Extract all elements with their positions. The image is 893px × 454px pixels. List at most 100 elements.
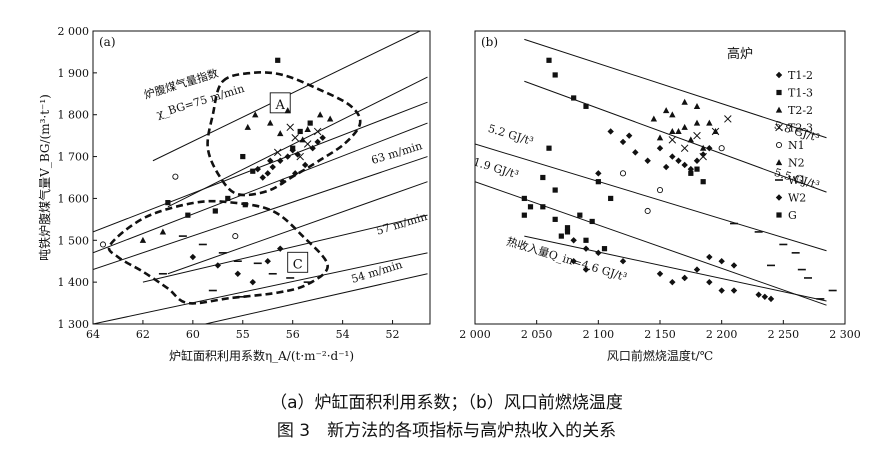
data-point <box>546 145 552 151</box>
data-point <box>277 157 284 164</box>
reference-line <box>93 252 428 324</box>
data-point <box>540 204 546 210</box>
x-tick-label: 2 050 <box>521 328 553 341</box>
data-point <box>292 170 299 177</box>
data-point <box>583 237 589 243</box>
data-point <box>301 161 309 169</box>
data-point <box>619 258 627 265</box>
data-point <box>269 163 276 171</box>
data-point <box>632 149 639 156</box>
data-point <box>267 119 274 126</box>
legend-label: G <box>788 209 797 222</box>
x-tick-label: 2 000 <box>459 328 491 341</box>
data-point <box>290 145 296 151</box>
reference-line <box>93 122 428 254</box>
data-point <box>225 195 231 202</box>
legend-entry: T1-2 <box>775 69 813 82</box>
data-point <box>304 125 311 132</box>
data-point <box>259 174 266 181</box>
data-point <box>681 98 688 105</box>
legend-marker <box>775 71 783 79</box>
legend-entry: W1 <box>775 174 806 187</box>
data-point <box>564 229 571 235</box>
reference-line <box>205 273 428 324</box>
data-point <box>558 233 564 239</box>
data-point <box>521 212 527 218</box>
data-point <box>662 163 670 171</box>
data-point <box>718 145 725 152</box>
data-point <box>284 153 291 160</box>
data-point <box>730 262 738 269</box>
data-point <box>319 134 326 141</box>
data-point <box>675 157 682 164</box>
data-point <box>264 170 271 177</box>
reference-line <box>524 38 827 139</box>
series-0 <box>189 134 326 286</box>
series-T1-3 <box>521 57 706 239</box>
data-point <box>656 187 664 194</box>
series-N1 <box>619 145 725 215</box>
series-W2 <box>570 237 775 303</box>
reference-line <box>475 143 827 252</box>
x-tick-label: 62 <box>136 328 150 341</box>
data-point <box>277 245 284 252</box>
data-point <box>687 165 695 173</box>
data-point <box>546 57 552 63</box>
data-point <box>669 128 676 135</box>
legend-label: W1 <box>788 174 806 187</box>
data-point <box>656 270 664 277</box>
legend-entry: W2 <box>775 192 806 205</box>
data-point <box>570 237 577 244</box>
data-point <box>291 133 299 142</box>
data-point <box>296 152 304 161</box>
data-point <box>669 278 676 286</box>
x-axis-label: 风口前燃烧温度t/℃ <box>607 348 713 363</box>
series-4 <box>158 235 312 298</box>
data-point <box>669 111 676 118</box>
x-tick-label: 2 250 <box>768 328 800 341</box>
data-point <box>681 274 688 282</box>
data-point <box>680 144 689 152</box>
data-point <box>234 270 241 277</box>
data-point <box>687 136 695 143</box>
panel-annotation: 高炉 <box>727 46 753 62</box>
series-1 <box>165 57 313 218</box>
panel-b-chart: 5.8 GJ/t³5.5 GJ/t³5.2 GJ/t³1.9 GJ/t³热收入量… <box>459 30 861 363</box>
legend-label: T2-3 <box>788 122 813 135</box>
data-point <box>139 236 147 243</box>
x-tick-label: 2 200 <box>706 328 738 341</box>
legend-marker <box>775 106 783 113</box>
series-2 <box>139 107 334 243</box>
data-point <box>755 291 762 298</box>
data-point <box>267 157 274 164</box>
data-point <box>240 153 246 160</box>
data-point <box>314 138 321 146</box>
data-point <box>252 111 259 118</box>
data-point <box>326 115 334 122</box>
x-tick-label: 54 <box>336 328 350 341</box>
y-tick-label: 1 900 <box>58 67 90 80</box>
data-point <box>718 287 725 294</box>
reference-line <box>475 181 827 306</box>
data-point <box>619 170 627 177</box>
y-tick-label: 1 600 <box>58 192 90 205</box>
reference-line <box>142 214 428 283</box>
data-point <box>273 148 282 157</box>
data-point <box>656 134 664 141</box>
reference-line <box>524 235 827 302</box>
series-N2 <box>656 119 701 141</box>
legend-marker <box>776 212 782 218</box>
region-label-box <box>287 251 309 273</box>
y-tick-label: 1 800 <box>58 109 90 122</box>
legend-label: N1 <box>788 139 805 152</box>
data-point <box>761 293 769 300</box>
data-point <box>313 127 322 136</box>
legend-marker <box>776 89 782 96</box>
series-T2-2 <box>650 98 719 151</box>
data-point <box>279 178 286 185</box>
series-G <box>521 195 608 252</box>
series-T2-3 <box>668 115 732 161</box>
reference-line <box>93 156 428 271</box>
data-point <box>650 115 658 122</box>
